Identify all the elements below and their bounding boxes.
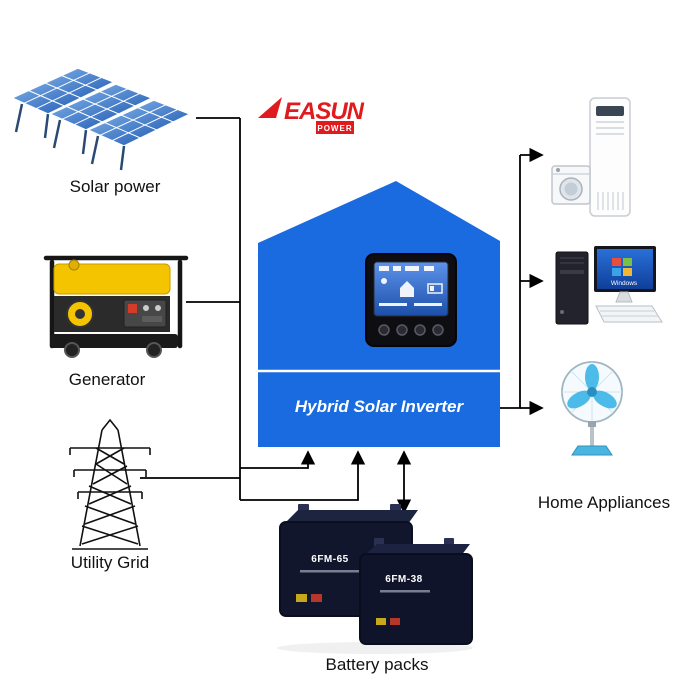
computer-icon: Windows	[555, 246, 663, 325]
windows-label: Windows	[611, 280, 638, 287]
washing-machine-icon	[551, 165, 591, 205]
home-appliances-label: Home Appliances	[538, 493, 670, 512]
easun-logo-flag	[258, 97, 282, 118]
utility-grid-label: Utility Grid	[71, 553, 149, 572]
fan-icon	[561, 361, 623, 456]
battery-packs-label: Battery packs	[326, 655, 429, 674]
inverter-illustration: Hybrid Solar Inverter	[258, 181, 500, 447]
battery-front: 6FM-38	[359, 538, 473, 645]
lcd-display	[365, 253, 457, 347]
easun-logo-box	[316, 121, 354, 134]
generator-label: Generator	[69, 370, 146, 389]
easun-logo-brand: EASUN	[284, 98, 365, 125]
windows-logo-icon	[612, 258, 632, 276]
inverter-title: Hybrid Solar Inverter	[295, 397, 465, 416]
generator-illustration	[43, 255, 189, 358]
keyboard-icon	[595, 305, 663, 323]
battery-front-model: 6FM-38	[385, 574, 422, 585]
easun-logo-sub: POWER	[317, 124, 352, 133]
battery-back-model: 6FM-65	[311, 554, 348, 565]
ac-unit-icon	[589, 97, 631, 217]
output-trunk-line	[500, 155, 521, 409]
inverter-input-arrow-1	[240, 450, 316, 469]
utility-tower-illustration	[69, 418, 151, 550]
solar-panels-illustration	[10, 67, 192, 171]
lcd-buttons	[378, 324, 444, 336]
connector-lines	[140, 117, 544, 514]
easun-logo: EASUN POWER	[258, 97, 366, 134]
solar-power-label: Solar power	[70, 177, 161, 196]
inverter-input-arrow-2	[240, 450, 366, 501]
